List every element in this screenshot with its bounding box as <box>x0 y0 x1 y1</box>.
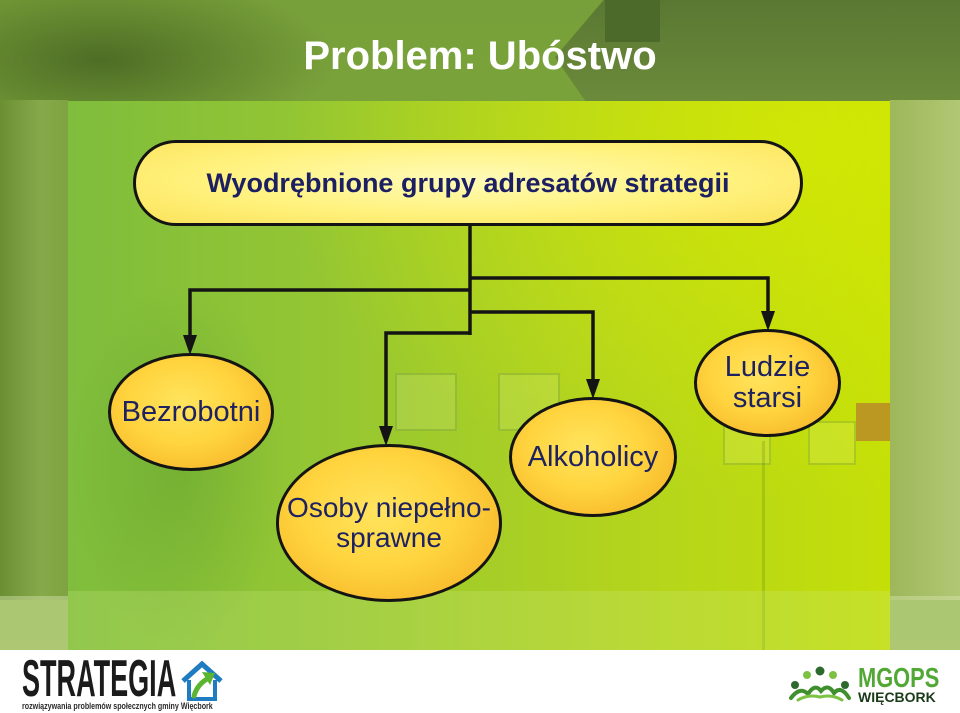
node-bezrobotni: Bezrobotni <box>108 353 274 471</box>
background-tree-trunk <box>0 100 68 600</box>
mgops-logo-name: MGOPS <box>858 662 940 693</box>
node-label-line-2: sprawne <box>336 522 442 553</box>
root-node-label: Wyodrębnione grupy adresatów strategii <box>206 167 730 198</box>
node-label-line-2: starsi <box>732 382 803 414</box>
footer-bar: STRATEGIA rozwiązywania problemów społec… <box>0 650 960 713</box>
background-pavement <box>68 591 890 650</box>
node-osoby-niepelnosprawne: Osoby niepełno- sprawne <box>276 444 502 602</box>
node-label-line-1: Osoby niepełno- <box>287 492 491 523</box>
people-circle-icon <box>789 666 851 702</box>
background-lamp-post <box>762 441 765 650</box>
background-wall <box>890 100 960 600</box>
node-label: Bezrobotni <box>121 395 261 428</box>
background-dormer <box>605 0 660 42</box>
node-ludzie-starsi: Ludzie starsi <box>694 329 841 437</box>
root-node: Wyodrębnione grupy adresatów strategii <box>133 140 803 226</box>
strategia-logo-name: STRATEGIA <box>22 650 177 708</box>
mgops-logo-place: WIĘCBORK <box>858 689 936 705</box>
slide-title: Problem: Ubóstwo <box>303 34 657 78</box>
node-label-line-1: Ludzie <box>724 351 811 383</box>
background-window <box>808 421 856 465</box>
house-arrow-icon <box>181 660 223 701</box>
node-alkoholicy: Alkoholicy <box>509 397 677 517</box>
background-window <box>395 373 457 431</box>
background-sign <box>856 403 890 441</box>
node-label: Alkoholicy <box>527 440 659 473</box>
strategia-logo-tagline: rozwiązywania problemów społecznych gmin… <box>22 701 213 711</box>
